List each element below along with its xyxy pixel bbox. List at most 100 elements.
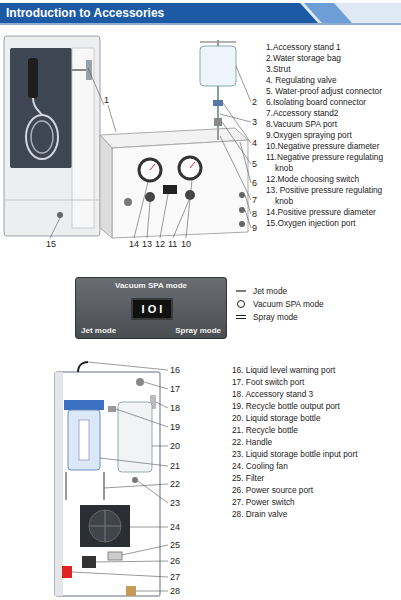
legend-sample bbox=[234, 286, 248, 296]
part-name: 22. Handle bbox=[232, 436, 398, 448]
leader-line bbox=[134, 182, 148, 238]
side-device bbox=[26, 115, 58, 159]
panel-text: Spray mode bbox=[175, 326, 221, 335]
callout-number: 20 bbox=[170, 441, 180, 451]
parts-list: 16. Liquid level warning port17. Foot sw… bbox=[232, 364, 398, 520]
part-name: 17. Foot switch port bbox=[232, 376, 398, 388]
part-name: 18. Accessory stand 3 bbox=[232, 388, 398, 400]
back-device bbox=[62, 566, 72, 578]
part-name: 21. Recycle bottle bbox=[232, 424, 398, 436]
leader-line bbox=[152, 446, 168, 447]
main-unit bbox=[145, 192, 155, 202]
leader-line bbox=[138, 481, 168, 503]
main-unit bbox=[239, 221, 245, 227]
leader-line bbox=[236, 66, 251, 102]
callout-number: 5 bbox=[252, 159, 257, 169]
part-name: 2.Water storage bag bbox=[266, 53, 400, 64]
back-device bbox=[82, 556, 96, 568]
parts-list: 1.Accessory stand 12.Water storage bag3.… bbox=[266, 42, 400, 229]
callout-number: 25 bbox=[170, 540, 180, 550]
callout-number: 28 bbox=[170, 586, 180, 596]
callout-number: 4 bbox=[252, 138, 257, 148]
main-unit bbox=[150, 164, 155, 170]
leader-line bbox=[220, 136, 251, 200]
leader-line bbox=[147, 202, 150, 238]
side-device bbox=[72, 48, 94, 228]
part-name: 23. Liquid storage bottle input port bbox=[232, 448, 398, 460]
water-stand bbox=[213, 100, 223, 106]
callout-number: 24 bbox=[170, 522, 180, 532]
callout-number: 15 bbox=[46, 239, 56, 249]
mode-panel: Vacuum SPA modeJet modeSpray modeI O I bbox=[75, 277, 227, 339]
title-banner bbox=[0, 3, 318, 23]
part-name: 14.Positive pressure diameter bbox=[266, 207, 400, 218]
leader-line bbox=[245, 210, 251, 228]
callout-number: 19 bbox=[170, 422, 180, 432]
leader-line bbox=[100, 458, 168, 466]
back-device bbox=[65, 472, 67, 500]
equals-symbol bbox=[236, 315, 246, 316]
legend-sample bbox=[234, 299, 248, 309]
leader-line bbox=[144, 382, 168, 389]
callout-number: 3 bbox=[252, 117, 257, 127]
back-device bbox=[68, 410, 100, 470]
title-banner bbox=[0, 24, 401, 25]
dash-symbol bbox=[236, 290, 246, 291]
callout-number: 7 bbox=[252, 195, 257, 205]
back-device bbox=[132, 477, 138, 483]
callout-number: 11 bbox=[168, 239, 177, 249]
back-device bbox=[103, 472, 105, 500]
callout-number: 21 bbox=[170, 461, 180, 471]
main-unit bbox=[112, 140, 248, 238]
back-device bbox=[105, 510, 106, 542]
back-device bbox=[55, 372, 63, 596]
part-name: 27. Power switch bbox=[232, 496, 398, 508]
side-device bbox=[4, 36, 100, 236]
water-stand bbox=[200, 40, 236, 140]
callout-number: 13 bbox=[142, 239, 152, 249]
leader-line bbox=[50, 66, 251, 238]
mode-legend: Jet modeVacuum SPA modeSpray mode bbox=[234, 284, 324, 323]
side-device bbox=[31, 121, 53, 153]
back-device bbox=[108, 552, 122, 560]
part-name: 1.Accessory stand 1 bbox=[266, 42, 400, 53]
back-device bbox=[89, 510, 121, 542]
callout-number: 22 bbox=[170, 479, 180, 489]
side-device bbox=[33, 98, 42, 116]
main-unit bbox=[100, 128, 248, 238]
title-banner bbox=[0, 3, 401, 24]
legend-row: Spray mode bbox=[234, 310, 324, 323]
callout-number: 17 bbox=[170, 384, 180, 394]
part-name: 4. Regulating valve bbox=[266, 75, 400, 86]
leader-line bbox=[50, 218, 60, 238]
part-name: 15.Oxygen injection port bbox=[266, 218, 400, 229]
panel-text: I O I bbox=[133, 303, 171, 315]
leader-line bbox=[108, 105, 116, 132]
legend-text: Vacuum SPA mode bbox=[253, 299, 324, 309]
main-unit bbox=[239, 207, 245, 213]
circle-symbol bbox=[238, 300, 245, 307]
leader-line bbox=[88, 362, 168, 370]
part-name: 19. Recycle bottle output port bbox=[232, 400, 398, 412]
water-stand bbox=[214, 118, 222, 126]
legend-sample bbox=[234, 312, 248, 322]
back-device bbox=[136, 378, 144, 386]
leader-line bbox=[223, 103, 251, 143]
leader-line bbox=[96, 561, 168, 562]
part-name: 16. Liquid level warning port bbox=[232, 364, 398, 376]
side-device bbox=[28, 58, 38, 98]
callout-number: 12 bbox=[155, 239, 165, 249]
part-name: 20. Liquid storage bottle bbox=[232, 412, 398, 424]
leader-line bbox=[160, 194, 168, 238]
leader-line bbox=[245, 195, 251, 214]
back-device bbox=[80, 505, 130, 547]
main-unit bbox=[124, 198, 132, 206]
back-device bbox=[118, 402, 152, 472]
main-unit bbox=[139, 159, 161, 181]
side-device bbox=[57, 212, 63, 218]
callout-number: 23 bbox=[170, 498, 180, 508]
part-name: 11.Negative pressure regulating knob bbox=[266, 152, 400, 174]
water-stand bbox=[200, 46, 236, 86]
